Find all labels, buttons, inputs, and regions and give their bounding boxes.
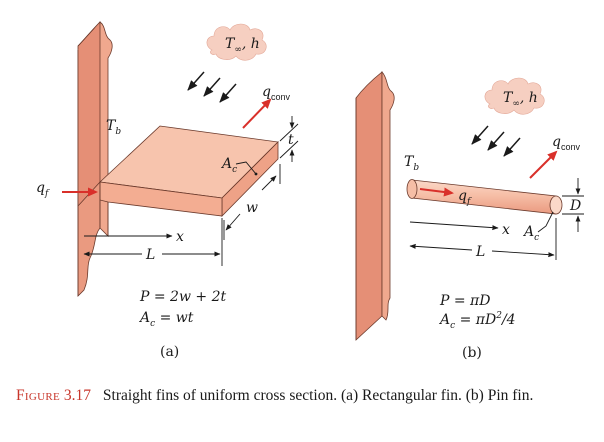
qconv-arrow-a bbox=[242, 98, 272, 129]
diameter-label: D bbox=[569, 198, 581, 214]
perimeter-eq-a: P = 2w + 2t bbox=[139, 289, 226, 305]
panel-tag-b: (b) bbox=[462, 345, 482, 361]
fluid-flow-arrows-b bbox=[471, 125, 521, 157]
area-eq-b: Ac = πD2/4 bbox=[438, 311, 516, 331]
fluid-temp-b: T∞, h bbox=[503, 90, 538, 109]
qconv-arrow-b bbox=[529, 150, 558, 179]
length-dimension-a bbox=[83, 218, 223, 266]
qf-label-b: qf bbox=[458, 188, 472, 207]
length-dimension-b bbox=[409, 218, 557, 260]
qf-label-a: qf bbox=[36, 180, 50, 199]
caption-text: Straight fins of uniform cross section. … bbox=[102, 387, 534, 404]
length-label-b: L bbox=[475, 244, 485, 260]
base-temp-a: Tb bbox=[106, 118, 121, 137]
perimeter-eq-b: P = πD bbox=[439, 293, 490, 309]
fluid-cloud-b bbox=[484, 77, 545, 115]
area-leader-a bbox=[235, 161, 257, 175]
area-label-a: Ac bbox=[220, 156, 237, 175]
thickness-label: t bbox=[288, 132, 294, 148]
area-label-b: Ac bbox=[522, 224, 539, 243]
caption-label: Figure bbox=[16, 387, 61, 404]
wall-a bbox=[77, 20, 113, 297]
panel-a: T∞, h qconv Tb Ac t w bbox=[36, 20, 299, 360]
area-leader-b bbox=[537, 211, 554, 233]
width-label: w bbox=[246, 200, 258, 216]
figure-caption: Figure 3.17 Straight fins of uniform cro… bbox=[16, 385, 596, 407]
rectangular-fin bbox=[99, 125, 279, 236]
caption-number: 3.17 bbox=[63, 387, 92, 404]
thickness-dimension bbox=[279, 116, 299, 162]
qf-arrow-b bbox=[419, 187, 454, 197]
diameter-dimension bbox=[562, 178, 584, 232]
width-dimension bbox=[223, 164, 281, 240]
wall-b bbox=[355, 71, 395, 341]
base-temp-b: Tb bbox=[404, 154, 419, 173]
pin-fin bbox=[406, 179, 563, 215]
x-label-a: x bbox=[176, 229, 184, 245]
fluid-flow-arrows-a bbox=[187, 71, 237, 103]
fluid-temp-a: T∞, h bbox=[225, 36, 260, 55]
x-label-b: x bbox=[502, 222, 510, 238]
fluid-cloud-a bbox=[206, 23, 267, 61]
qconv-label-b: qconv bbox=[552, 134, 580, 152]
qconv-label-a: qconv bbox=[262, 84, 290, 102]
length-label-a: L bbox=[145, 247, 155, 263]
panel-tag-a: (a) bbox=[160, 344, 179, 360]
panel-b: T∞, h qconv Tb qf Ac D x L bbox=[355, 71, 584, 361]
area-eq-a: Ac = wt bbox=[138, 310, 194, 329]
